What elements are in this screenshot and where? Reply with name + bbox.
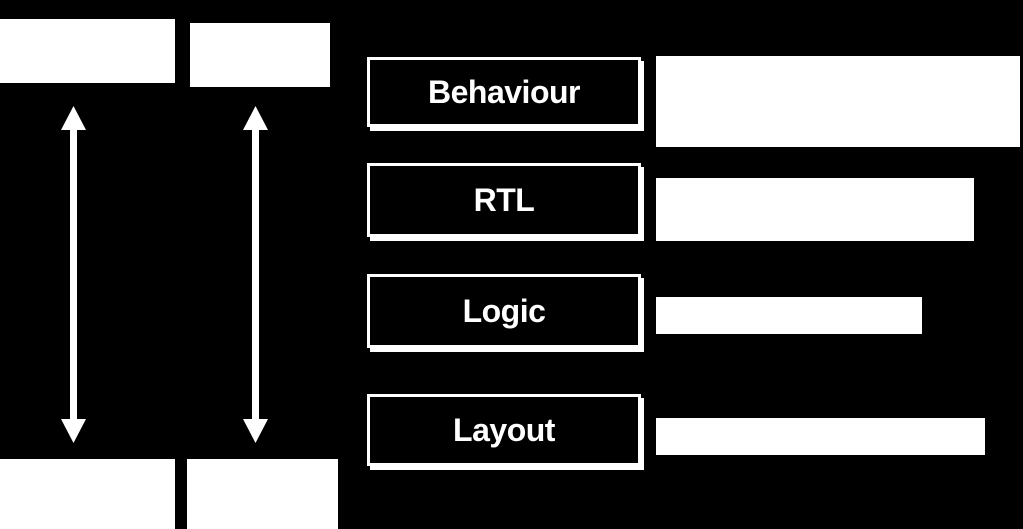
bottom-left-block	[0, 459, 175, 529]
double-arrow-left	[61, 106, 86, 443]
behaviour-description-block	[656, 56, 1020, 147]
layout-description-block	[656, 418, 985, 455]
bottom-center-block	[187, 459, 338, 529]
level-label-behaviour: Behaviour	[428, 73, 580, 110]
double-arrow-right	[243, 106, 268, 443]
top-left-block	[0, 19, 175, 83]
level-box-layout: Layout	[367, 394, 641, 466]
rtl-description-block	[656, 178, 974, 241]
level-box-logic: Logic	[367, 274, 641, 348]
level-box-rtl: RTL	[367, 163, 641, 237]
top-center-block	[190, 23, 330, 87]
logic-description-block	[656, 297, 922, 334]
level-box-behaviour: Behaviour	[367, 57, 641, 127]
level-label-logic: Logic	[462, 292, 546, 329]
level-label-rtl: RTL	[473, 181, 535, 218]
level-label-layout: Layout	[453, 411, 555, 448]
